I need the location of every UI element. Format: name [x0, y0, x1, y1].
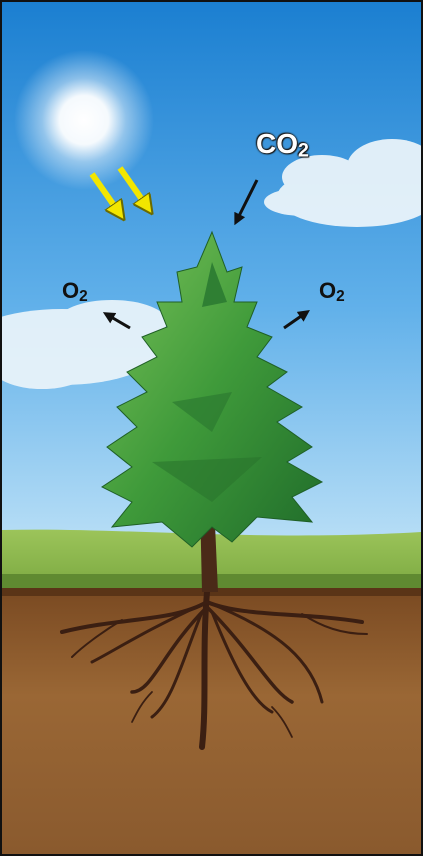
co2-label-subscript: 2 [298, 140, 309, 162]
o2-label-left: O2 [62, 280, 88, 302]
co2-label: CO2 [256, 130, 309, 158]
o2-label-right: O2 [319, 280, 345, 302]
o2-right-main: O [319, 278, 336, 303]
co2-label-main: CO [256, 128, 298, 159]
o2-left-subscript: 2 [79, 288, 88, 305]
o2-right-subscript: 2 [336, 288, 345, 305]
sun [14, 50, 154, 190]
o2-left-main: O [62, 278, 79, 303]
